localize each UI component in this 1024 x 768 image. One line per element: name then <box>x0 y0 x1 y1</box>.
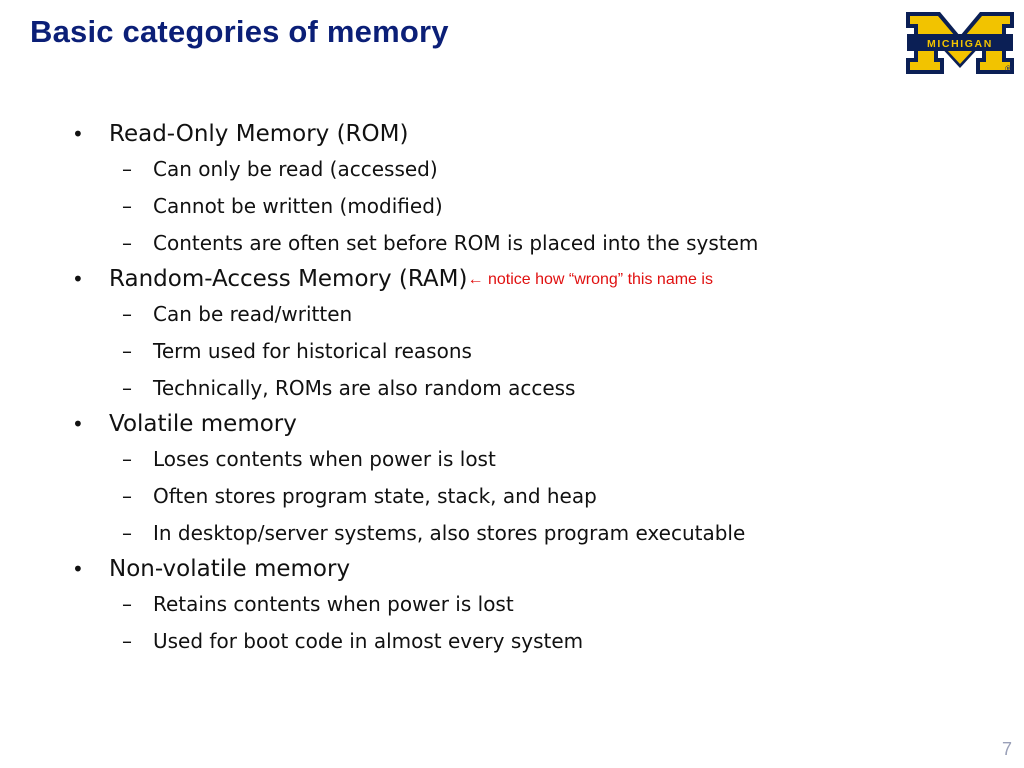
dash-icon: – <box>122 521 132 545</box>
bullet-item-volatile: • Volatile memory –Loses contents when p… <box>0 407 1000 552</box>
sub-item-text: Can be read/written <box>153 302 353 326</box>
dash-icon: – <box>122 484 132 508</box>
dash-icon: – <box>122 194 132 218</box>
sub-item: –Can be read/written <box>0 296 1000 333</box>
sub-item-text: Cannot be written (modified) <box>153 194 443 218</box>
sub-item: –In desktop/server systems, also stores … <box>0 515 1000 552</box>
sub-item-text: Retains contents when power is lost <box>153 592 514 616</box>
bullet-item-non-volatile: • Non-volatile memory –Retains contents … <box>0 552 1000 660</box>
dash-icon: – <box>122 629 132 653</box>
bullet-icon: • <box>72 267 84 291</box>
bullet-text: Read-Only Memory (ROM) <box>109 121 409 147</box>
bullet-text: Non-volatile memory <box>109 556 351 582</box>
slide-title: Basic categories of memory <box>30 14 449 49</box>
annotation-text: notice how “wrong” this name is <box>487 271 713 288</box>
sub-item-text: Loses contents when power is lost <box>153 447 496 471</box>
sub-item: –Retains contents when power is lost <box>0 586 1000 623</box>
sub-item: –Often stores program state, stack, and … <box>0 478 1000 515</box>
block-m-icon: MICHIGAN <box>906 12 1014 74</box>
logo-text: MICHIGAN <box>927 38 993 50</box>
sub-item: –Loses contents when power is lost <box>0 441 1000 478</box>
sub-item-text: Contents are often set before ROM is pla… <box>153 231 759 255</box>
bullet-text: Random-Access Memory (RAM) <box>109 266 468 292</box>
sub-item-text: Technically, ROMs are also random access <box>153 376 576 400</box>
bullet-item-rom: • Read-Only Memory (ROM) –Can only be re… <box>0 117 1000 262</box>
dash-icon: – <box>122 447 132 471</box>
bullet-text: Volatile memory <box>109 411 297 437</box>
sub-list: –Can be read/written –Term used for hist… <box>0 296 1000 407</box>
bullet-item-ram: • Random-Access Memory (RAM)← notice how… <box>0 262 1000 407</box>
sub-item-text: Term used for historical reasons <box>153 339 472 363</box>
sub-list: –Loses contents when power is lost –Ofte… <box>0 441 1000 552</box>
sub-item: –Term used for historical reasons <box>0 333 1000 370</box>
bullet-list: • Read-Only Memory (ROM) –Can only be re… <box>0 117 1000 660</box>
sub-item: –Can only be read (accessed) <box>0 151 1000 188</box>
bullet-icon: • <box>72 412 84 436</box>
slide-number: 7 <box>1001 739 1012 759</box>
dash-icon: – <box>122 302 132 326</box>
annotation-note: notice how “wrong” this name is <box>484 271 713 288</box>
sub-item: –Technically, ROMs are also random acces… <box>0 370 1000 407</box>
dash-icon: – <box>122 231 132 255</box>
dash-icon: – <box>122 376 132 400</box>
bullet-icon: • <box>72 122 84 146</box>
left-arrow-icon: ← <box>467 271 484 288</box>
sub-item-text: Often stores program state, stack, and h… <box>153 484 597 508</box>
dash-icon: – <box>122 592 132 616</box>
sub-item-text: Used for boot code in almost every syste… <box>153 629 584 653</box>
michigan-logo: MICHIGAN <box>906 10 1014 76</box>
sub-item-text: In desktop/server systems, also stores p… <box>153 521 746 545</box>
sub-list: –Retains contents when power is lost –Us… <box>0 586 1000 660</box>
sub-item: –Used for boot code in almost every syst… <box>0 623 1000 660</box>
registered-mark: ® <box>1005 64 1012 74</box>
sub-item-text: Can only be read (accessed) <box>153 157 438 181</box>
dash-icon: – <box>122 157 132 181</box>
sub-item: –Contents are often set before ROM is pl… <box>0 225 1000 262</box>
dash-icon: – <box>122 339 132 363</box>
sub-list: –Can only be read (accessed) –Cannot be … <box>0 151 1000 262</box>
bullet-icon: • <box>72 557 84 581</box>
sub-item: –Cannot be written (modified) <box>0 188 1000 225</box>
